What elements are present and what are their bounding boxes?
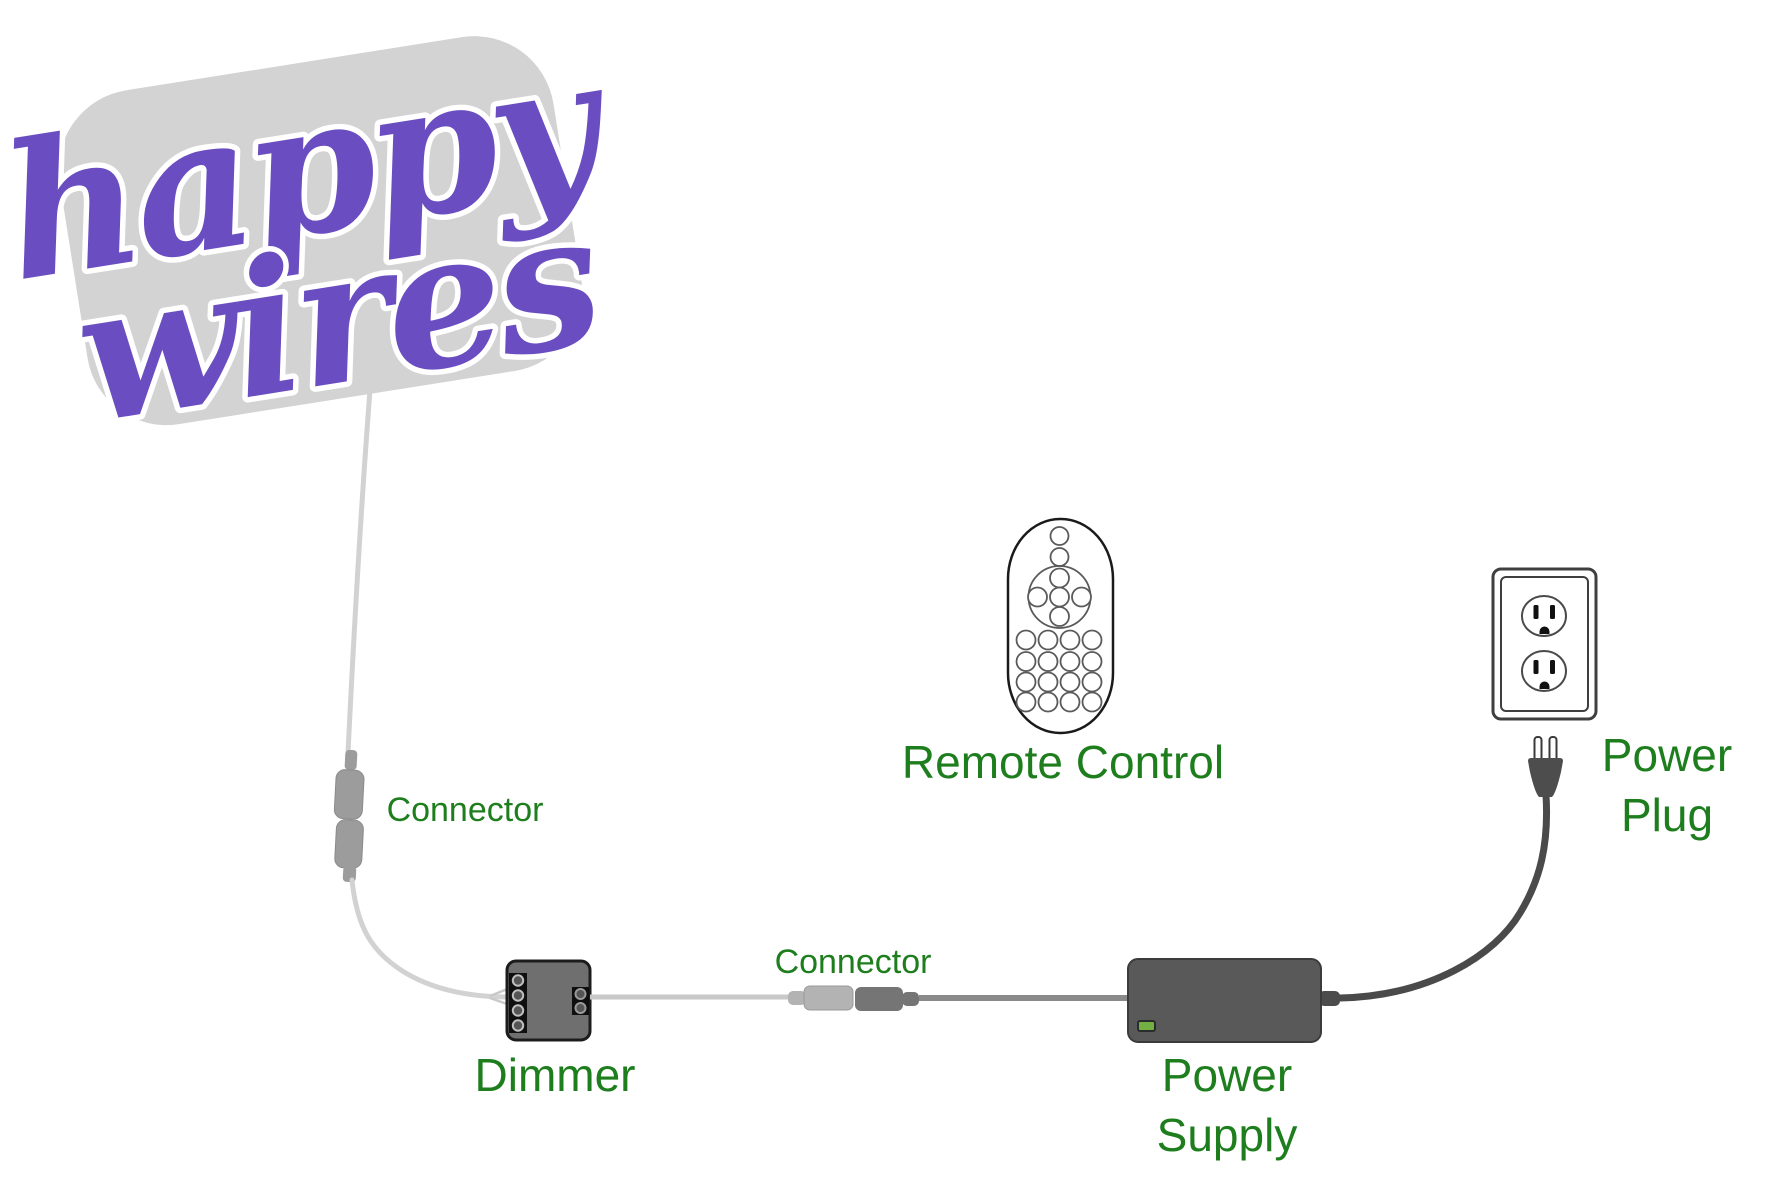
power-supply-icon — [1127, 958, 1340, 1043]
sign-wire — [345, 387, 373, 756]
outlet-receptacle-bottom — [1521, 650, 1567, 692]
power-plug-label-line2: Plug — [1620, 788, 1714, 841]
sign-backing-board — [58, 36, 583, 426]
dimmer-icon — [505, 959, 592, 1042]
connector-1-label: Connector — [386, 791, 544, 829]
psu-led — [1137, 1020, 1156, 1032]
remote-control-icon — [1006, 517, 1115, 735]
connector-2-label: Connector — [774, 943, 932, 981]
psu-to-plug-cable — [1336, 791, 1551, 1002]
connector-1-icon — [333, 749, 365, 883]
neon-sign: happy wires — [0, 7, 630, 471]
wall-outlet-icon — [1491, 567, 1598, 721]
dimmer-label: Dimmer — [474, 1049, 636, 1101]
dimmer-right-terminals — [572, 987, 589, 1015]
power-supply-label: Power Supply — [1157, 1046, 1298, 1166]
power-plug-label: Power Plug — [1602, 726, 1732, 846]
power-supply-label-line1: Power — [1161, 1049, 1293, 1101]
connector-2-icon — [788, 985, 919, 1011]
power-plug-icon — [1528, 736, 1563, 797]
outlet-receptacle-top — [1521, 595, 1567, 637]
remote-control-label: Remote Control — [901, 736, 1225, 788]
remote-button-grid — [1015, 629, 1103, 713]
power-plug-label-line1: Power — [1601, 729, 1733, 781]
dimmer-left-terminals — [509, 973, 527, 1033]
power-supply-label-line2: Supply — [1156, 1108, 1298, 1161]
connector-to-dimmer-wire — [349, 877, 512, 1000]
